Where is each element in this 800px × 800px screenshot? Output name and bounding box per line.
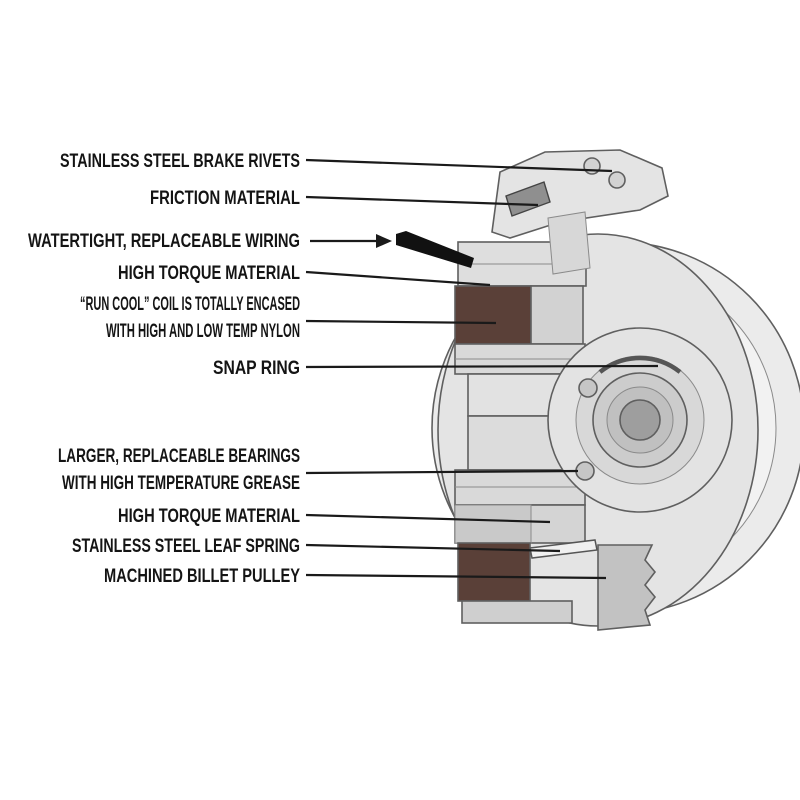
- label-brake-rivets: STAINLESS STEEL BRAKE RIVETS: [60, 151, 300, 172]
- leader-high-torque-lo: [305, 513, 551, 524]
- wire: [396, 231, 474, 268]
- leaf-spring: [529, 539, 598, 559]
- leader-high-torque-up: [305, 270, 491, 287]
- label-high-torque-lower: HIGH TORQUE MATERIAL: [118, 506, 300, 527]
- leader-leaf-spring: [305, 543, 561, 553]
- friction-pad: [505, 181, 551, 217]
- bearing-pin-upper: [578, 378, 598, 398]
- upper-coil: [454, 285, 532, 345]
- callout-leaders: [305, 158, 659, 580]
- leader-brake-rivets: [305, 158, 613, 173]
- leader-bearings: [305, 469, 579, 475]
- brake-rivet-right: [608, 171, 626, 189]
- lower-coil: [457, 542, 531, 602]
- label-wiring: WATERTIGHT, REPLACEABLE WIRING: [28, 231, 300, 252]
- label-high-torque-upper: HIGH TORQUE MATERIAL: [118, 263, 300, 284]
- clutch-illustration: [396, 149, 800, 631]
- label-friction-material: FRICTION MATERIAL: [150, 188, 300, 209]
- callout-labels: STAINLESS STEEL BRAKE RIVETS FRICTION MA…: [28, 151, 300, 587]
- high-torque-inner: [454, 504, 532, 544]
- leader-coil: [305, 319, 497, 325]
- shaft-bore: [619, 399, 661, 441]
- label-coil-line2: WITH HIGH AND LOW TEMP NYLON: [106, 321, 300, 342]
- brake-assembly: [491, 149, 669, 275]
- label-leaf-spring: STAINLESS STEEL LEAF SPRING: [72, 536, 300, 557]
- leader-friction: [305, 195, 539, 207]
- brake-armature: [491, 149, 669, 239]
- bearing-pin-lower: [575, 461, 595, 481]
- label-snap-ring: SNAP RING: [213, 358, 300, 379]
- coil-housing-bottom: [461, 600, 573, 624]
- upper-core: [530, 285, 584, 345]
- pulley-grooves: [597, 544, 657, 631]
- label-coil-line1: “RUN COOL” COIL IS TOTALLY ENCASED: [80, 294, 300, 315]
- label-billet-pulley: MACHINED BILLET PULLEY: [104, 566, 300, 587]
- wiring-arrowhead: [376, 234, 392, 248]
- label-bearings-line2: WITH HIGH TEMPERATURE GREASE: [62, 473, 300, 494]
- hub-bearing: [547, 327, 733, 513]
- brake-rivet-left: [583, 157, 601, 175]
- brake-bracket: [547, 211, 591, 275]
- leader-pulley: [305, 573, 607, 580]
- label-bearings-line1: LARGER, REPLACEABLE BEARINGS: [58, 446, 300, 467]
- leader-snap-ring: [305, 364, 659, 369]
